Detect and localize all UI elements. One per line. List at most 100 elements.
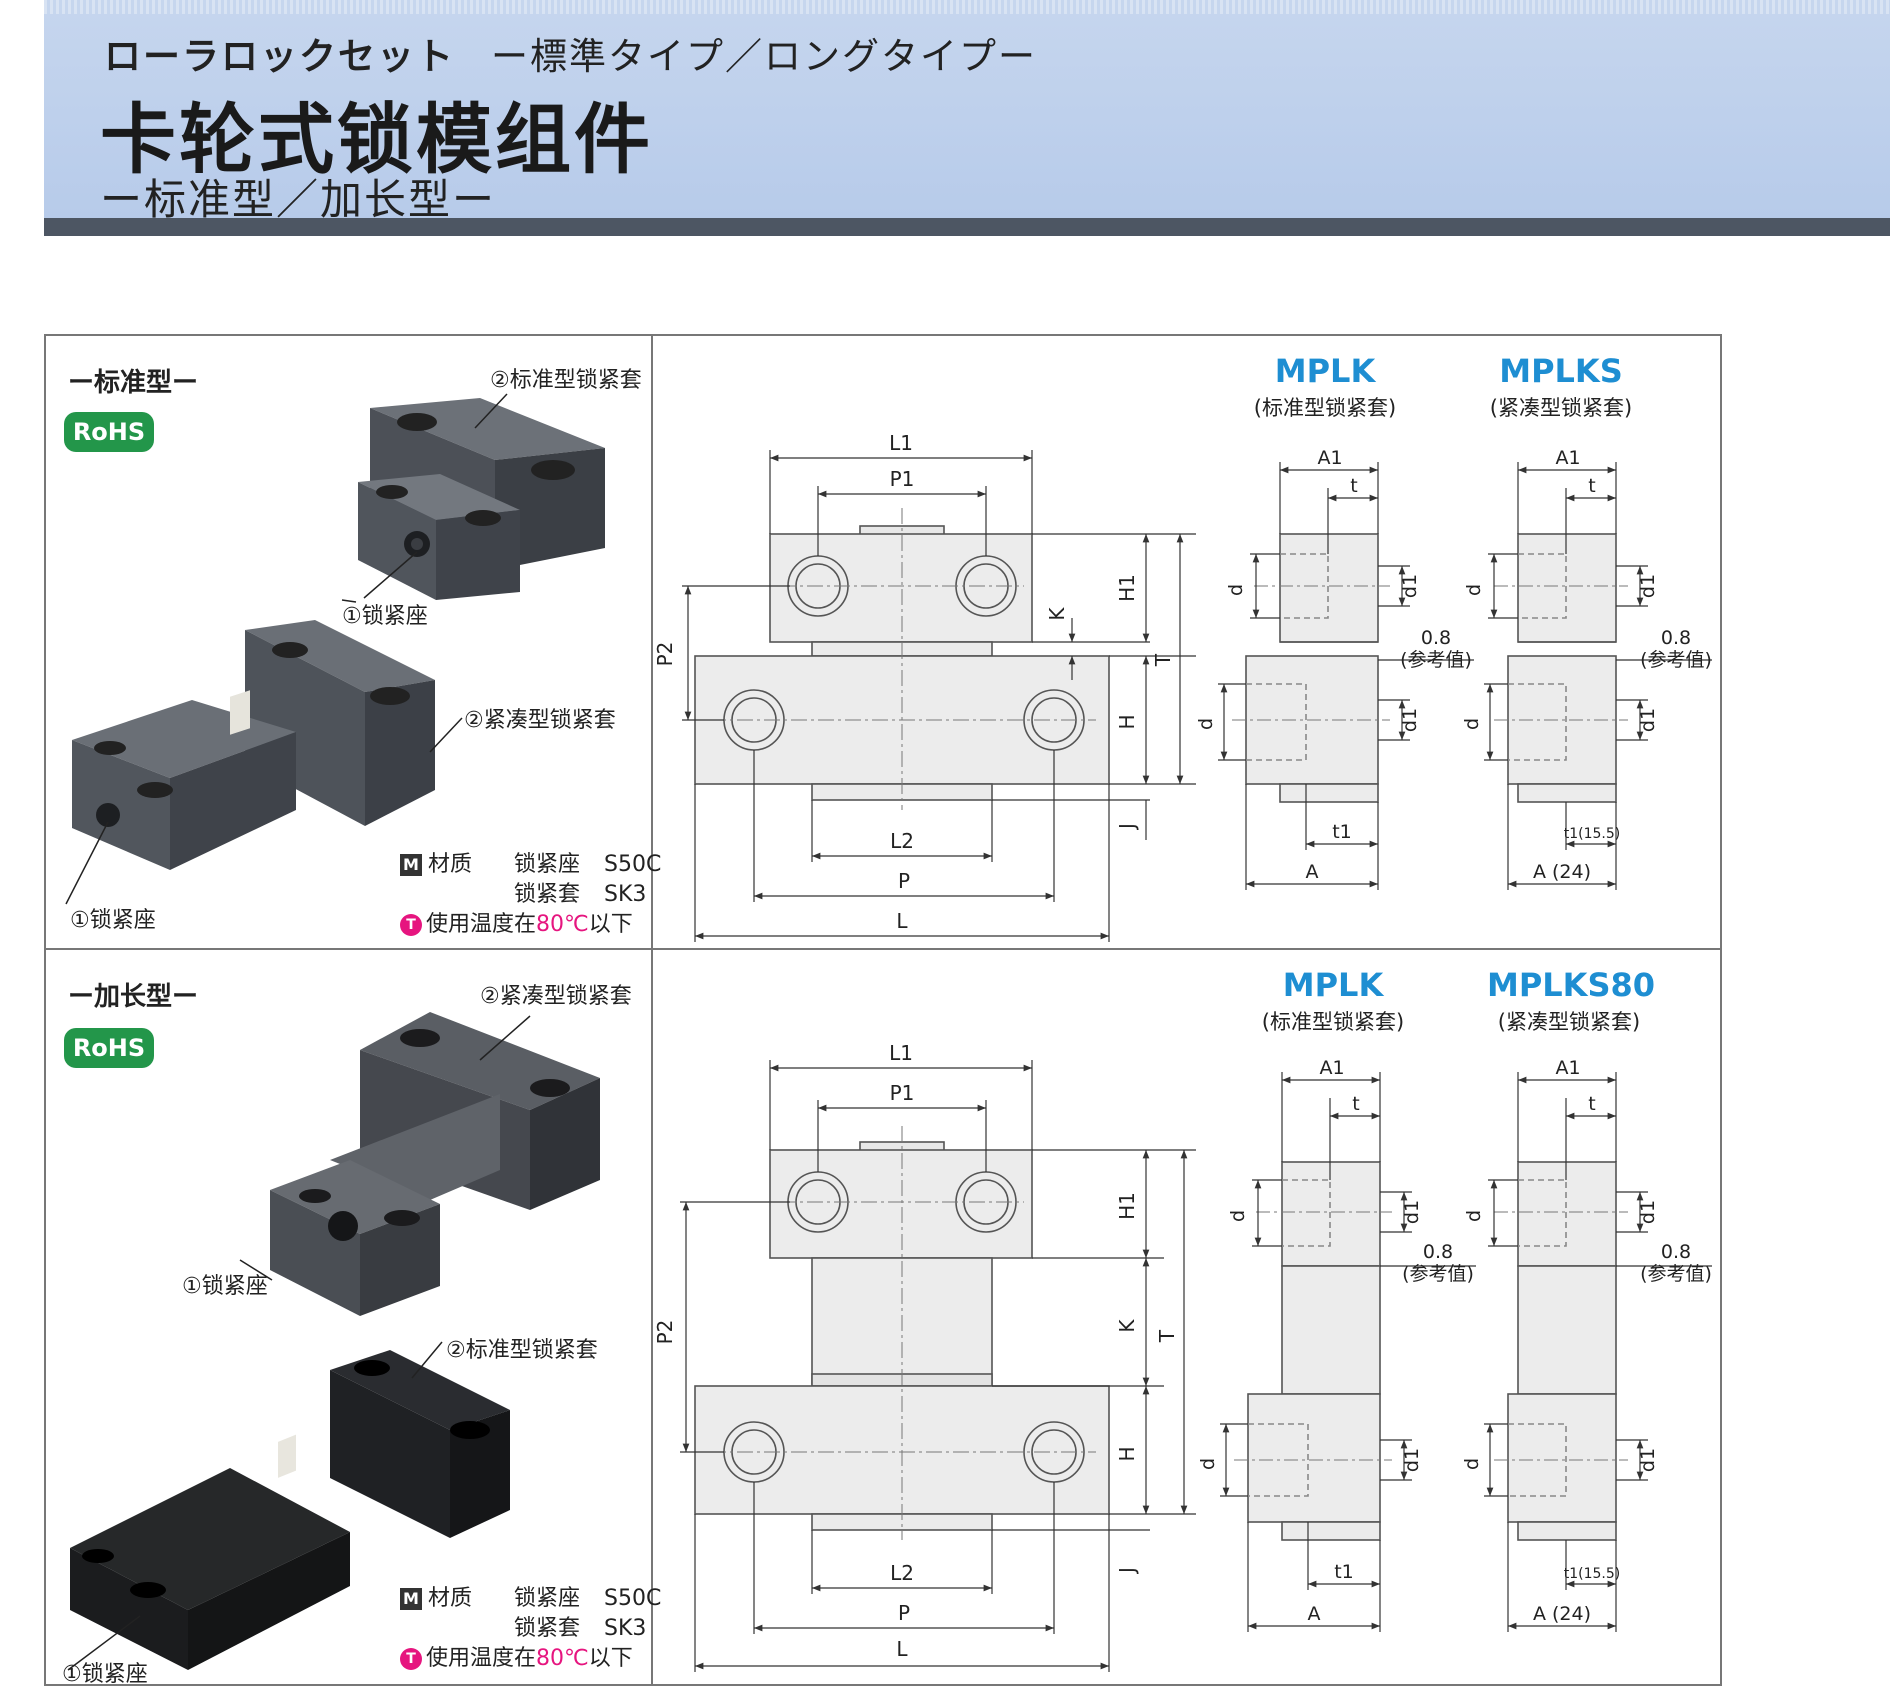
label-ref-text: (参考值) <box>1400 649 1472 671</box>
label-t1-155: t1(15.5) <box>1564 1566 1621 1582</box>
callout-long-lock-seat: ①锁紧座 <box>182 1274 268 1299</box>
page-subtitle: ー标准型／加长型ー <box>100 175 497 224</box>
label-ref-value: 0.8 <box>1661 1241 1691 1263</box>
long-mplks80-side-view <box>1494 1161 1628 1541</box>
long-mplks80-side-labels: A1 t d d1 d d1 0.8 (参考值) t1(15.5) A (24) <box>1461 1057 1712 1625</box>
label-ref-value: 0.8 <box>1423 1241 1453 1263</box>
long-mplk-side-labels: A1 t d d1 d d1 0.8 (参考值) t1 A <box>1197 1057 1474 1625</box>
label-P1: P1 <box>890 467 915 491</box>
label-T: T <box>1151 653 1175 667</box>
long-front-dimensions <box>680 1060 1196 1672</box>
label-K: K <box>1115 1319 1139 1333</box>
thermometer-icon: T <box>400 914 422 936</box>
callout-lock-seat: ①锁紧座 <box>342 604 428 629</box>
compact-lock-seat-image <box>72 690 296 870</box>
standard-front-labels: L1 P1 L2 P L P2 H1 H T K J <box>653 431 1175 933</box>
label-A1: A1 <box>1319 1057 1344 1079</box>
label-ref-value: 0.8 <box>1421 627 1451 649</box>
label-d1-lower: d1 <box>1637 1448 1659 1472</box>
model-desc-mplks: (紧凑型锁紧套) <box>1489 396 1633 420</box>
long-front-view <box>694 1126 1110 1540</box>
label-J: J <box>1115 1567 1139 1575</box>
label-H1: H1 <box>1115 1192 1139 1220</box>
long-mplk-side-view <box>1234 1161 1392 1541</box>
section-standard-title: ー标准型ー <box>68 368 199 398</box>
banner-stripe-pattern <box>44 0 1890 14</box>
label-L: L <box>896 909 908 933</box>
label-d1: d1 <box>1637 574 1659 598</box>
column-divider <box>651 334 653 1686</box>
label-H: H <box>1115 714 1139 729</box>
label-P: P <box>898 869 910 893</box>
callout-standard-sleeve: ②标准型锁紧套 <box>490 368 642 393</box>
label-t: t <box>1352 1093 1359 1115</box>
jp-subtitle: ー標準タイプ／ロングタイプー <box>491 35 1037 78</box>
banner-background <box>44 0 1890 218</box>
label-P1: P1 <box>890 1081 915 1105</box>
mplks-side-dimensions <box>1484 462 1712 890</box>
label-t1-155: t1(15.5) <box>1564 826 1621 842</box>
label-d1: d1 <box>1399 574 1421 598</box>
label-t1: t1 <box>1334 1561 1354 1583</box>
label-A1: A1 <box>1317 447 1342 469</box>
label-d1: d1 <box>1401 1200 1423 1224</box>
mplk-side-labels: A1 t d d1 d d1 0.8 (参考值) t1 A <box>1195 447 1472 883</box>
section-long-title: ー加长型ー <box>68 982 199 1012</box>
label-d1-lower: d1 <box>1399 708 1421 732</box>
callout-long-compact-sleeve: ②紧凑型锁紧套 <box>480 984 632 1009</box>
rohs-badge: RoHS <box>64 412 154 452</box>
callout-lock-seat-2: ①锁紧座 <box>70 908 156 933</box>
jp-title: ローラロックセットー標準タイプ／ロングタイプー <box>104 35 1037 78</box>
label-A24: A (24) <box>1533 1603 1591 1625</box>
mplks-side-labels: A1 t d d1 d d1 0.8 (参考值) t1(15.5) A (24) <box>1461 447 1712 883</box>
material-icon: M <box>400 854 422 876</box>
page-title: 卡轮式锁模组件 <box>100 95 653 184</box>
label-ref-text: (参考值) <box>1640 1263 1712 1285</box>
label-t1: t1 <box>1332 821 1352 843</box>
label-P2: P2 <box>653 1320 677 1345</box>
label-t: t <box>1350 475 1357 497</box>
label-ref-value: 0.8 <box>1661 627 1691 649</box>
label-d-lower: d <box>1461 718 1483 730</box>
label-t: t <box>1588 1093 1595 1115</box>
thermometer-icon: T <box>400 1648 422 1670</box>
model-name-mplk: MPLK <box>1274 352 1376 390</box>
material-icon: M <box>400 1588 422 1610</box>
label-d: d <box>1225 584 1247 596</box>
model-desc-mplk-2: (标准型锁紧套) <box>1261 1010 1405 1034</box>
standard-front-view <box>694 508 1110 810</box>
label-A: A <box>1306 861 1319 883</box>
label-P: P <box>898 1601 910 1625</box>
long-product-photo <box>67 1012 600 1671</box>
label-d: d <box>1227 1210 1249 1222</box>
model-desc-mplks80: (紧凑型锁紧套) <box>1497 1010 1641 1034</box>
label-L1: L1 <box>889 431 913 455</box>
callout-long-lock-seat-2: ①锁紧座 <box>62 1662 148 1687</box>
callout-compact-sleeve: ②紧凑型锁紧套 <box>464 708 616 733</box>
rohs-badge-2: RoHS <box>64 1028 154 1068</box>
label-d: d <box>1463 1210 1485 1222</box>
mplk-side-view <box>1232 533 1390 803</box>
label-K: K <box>1045 607 1069 621</box>
long-mplks80-side-dimensions <box>1484 1072 1712 1632</box>
label-H1: H1 <box>1115 574 1139 602</box>
label-L2: L2 <box>890 1561 914 1585</box>
banner-bottom-strip <box>44 218 1890 236</box>
label-A1: A1 <box>1555 1057 1580 1079</box>
callout-long-standard-sleeve: ②标准型锁紧套 <box>446 1338 598 1363</box>
label-d-lower: d <box>1461 1458 1483 1470</box>
spec-table-frame <box>44 334 1722 1686</box>
standard-product-photo <box>65 393 605 905</box>
label-ref-text: (参考值) <box>1402 1263 1474 1285</box>
row-divider <box>44 948 1722 950</box>
model-name-mplks80: MPLKS80 <box>1486 966 1656 1004</box>
label-d-lower: d <box>1195 718 1217 730</box>
standard-lock-seat-image <box>358 474 520 600</box>
